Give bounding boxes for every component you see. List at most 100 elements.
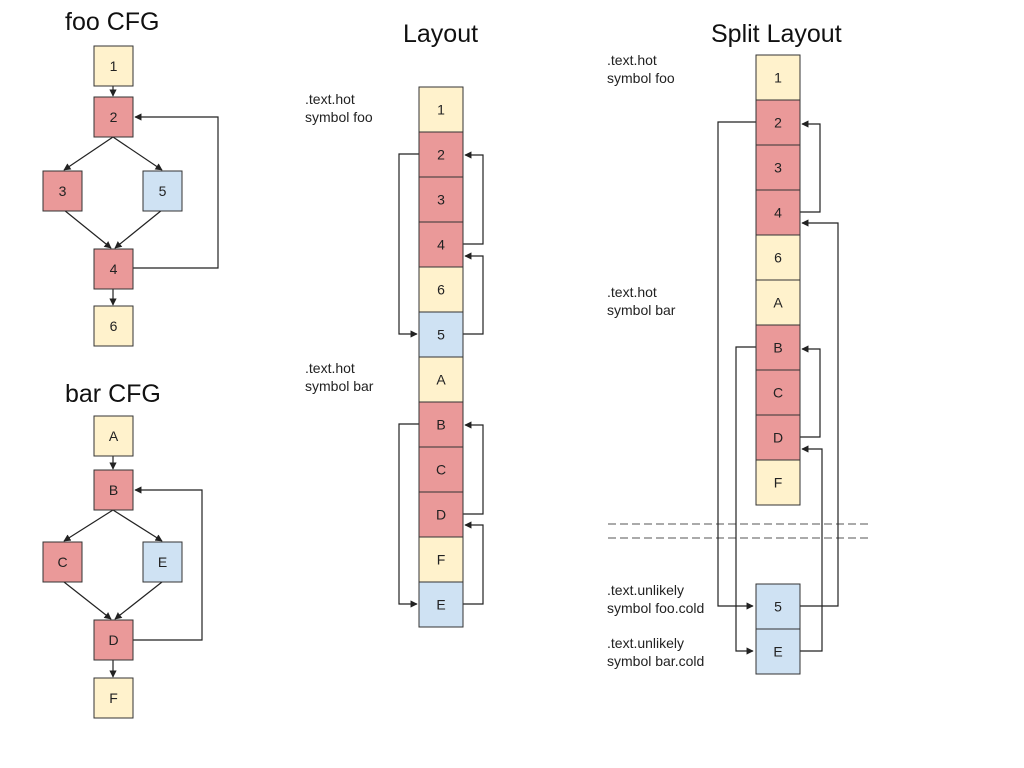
split-hot-block-a: A	[755, 279, 801, 326]
split-cold-block-5: 5	[755, 583, 801, 630]
split-hot-block-d: D	[755, 414, 801, 461]
split-hot-block-4: 4	[755, 189, 801, 236]
split-bar-cold-section: .text.unlikely	[607, 635, 684, 651]
split-hot-block-c-box	[755, 369, 801, 416]
layout-block-a: A	[418, 356, 464, 403]
foo-node-1-label: 1	[110, 58, 118, 74]
foo-node-1-box	[93, 45, 134, 87]
layout-edge-d-b	[463, 421, 484, 515]
foo-node-3-label: 3	[59, 183, 67, 199]
layout-block-c: C	[418, 446, 464, 493]
layout-foo-section: .text.hot	[305, 91, 355, 107]
layout-block-e: E	[418, 581, 464, 628]
layout-edges	[398, 151, 484, 608]
foo-node-2-box	[93, 96, 134, 138]
split-hot-block-4-label: 4	[774, 205, 782, 221]
split-edge-4-2	[800, 120, 821, 213]
layout-block-c-label: C	[436, 462, 446, 478]
edge-2-5	[112, 136, 163, 171]
bar-node-f-box	[93, 677, 134, 719]
layout-block-d: D	[418, 491, 464, 538]
bar-cfg-title: bar CFG	[65, 380, 161, 408]
foo-node-1: 1	[93, 45, 134, 87]
split-edge-b-e	[735, 346, 756, 655]
split-foo-section: .text.hot	[607, 52, 657, 68]
foo-node-4: 4	[93, 248, 134, 290]
layout-block-e-label: E	[436, 597, 445, 613]
bar-node-e-label: E	[158, 554, 167, 570]
split-edge-2-5	[717, 121, 756, 610]
bar-node-c: C	[42, 541, 83, 583]
layout-block-2: 2	[418, 131, 464, 178]
bar-node-d-box	[93, 619, 134, 661]
bar-node-a-label: A	[109, 428, 119, 444]
split-foo-cold-section: .text.unlikely	[607, 582, 684, 598]
layout-block-6: 6	[418, 266, 464, 313]
foo-node-6-box	[93, 305, 134, 347]
edge-c-d	[63, 581, 112, 620]
split-cold-block-5-box	[755, 583, 801, 630]
split-hot-block-f-label: F	[774, 475, 783, 491]
foo-node-3-box	[42, 170, 83, 212]
split-cold-block-5-label: 5	[774, 599, 782, 615]
split-cold-block-e-box	[755, 628, 801, 675]
layout-block-f-label: F	[437, 552, 446, 568]
split-edge-d-b	[800, 345, 821, 438]
split-hot-block-1: 1	[755, 54, 801, 101]
layout-block-3-box	[418, 176, 464, 223]
split-hot-block-b-label: B	[773, 340, 782, 356]
layout-foo-symbol: symbol foo	[305, 109, 373, 125]
foo-node-2: 2	[93, 96, 134, 138]
split-hot-block-4-box	[755, 189, 801, 236]
layout-block-3: 3	[418, 176, 464, 223]
layout-block-c-box	[418, 446, 464, 493]
layout-title: Layout	[403, 20, 478, 48]
layout-edge-2-5	[398, 153, 419, 338]
split-hot-block-b-box	[755, 324, 801, 371]
layout-block-6-box	[418, 266, 464, 313]
layout-block-5: 5	[418, 311, 464, 358]
layout-block-f-box	[418, 536, 464, 583]
foo-node-4-label: 4	[110, 261, 118, 277]
bar-node-d: D	[93, 619, 134, 661]
foo-node-6: 6	[93, 305, 134, 347]
foo-cfg-edges	[63, 83, 219, 306]
layout-block-5-label: 5	[437, 327, 445, 343]
split-cold-block-e: E	[755, 628, 801, 675]
edge-e-d	[114, 581, 163, 620]
layout-block-b-label: B	[436, 417, 445, 433]
layout-block-6-label: 6	[437, 282, 445, 298]
split-layout-edges	[717, 120, 839, 655]
layout-bar-section: .text.hot	[305, 360, 355, 376]
bar-node-e: E	[142, 541, 183, 583]
split-hot-block-b: B	[755, 324, 801, 371]
layout-block-3-label: 3	[437, 192, 445, 208]
layout-blocks: 1 2 3 4 6 5AB CDF E	[418, 86, 464, 628]
split-bar-cold-symbol: symbol bar.cold	[607, 653, 704, 669]
split-bar-symbol: symbol bar	[607, 302, 676, 318]
split-hot-block-2-label: 2	[774, 115, 782, 131]
layout-block-e-box	[418, 581, 464, 628]
foo-node-6-label: 6	[110, 318, 118, 334]
split-hot-block-c: C	[755, 369, 801, 416]
layout-block-b: B	[418, 401, 464, 448]
layout-block-f: F	[418, 536, 464, 583]
split-hot-block-1-box	[755, 54, 801, 101]
edge-3-4	[63, 209, 112, 249]
split-bar-section: .text.hot	[607, 284, 657, 300]
edge-d-b-loop	[133, 486, 203, 641]
layout-block-4: 4	[418, 221, 464, 268]
split-hot-block-3-label: 3	[774, 160, 782, 176]
foo-node-5-box	[142, 170, 183, 212]
layout-block-2-label: 2	[437, 147, 445, 163]
layout-block-a-box	[418, 356, 464, 403]
split-hot-block-f-box	[755, 459, 801, 506]
layout-block-4-box	[418, 221, 464, 268]
layout-block-5-box	[418, 311, 464, 358]
bar-node-f: F	[93, 677, 134, 719]
edge-5-4	[114, 209, 163, 249]
layout-block-1: 1	[418, 86, 464, 133]
